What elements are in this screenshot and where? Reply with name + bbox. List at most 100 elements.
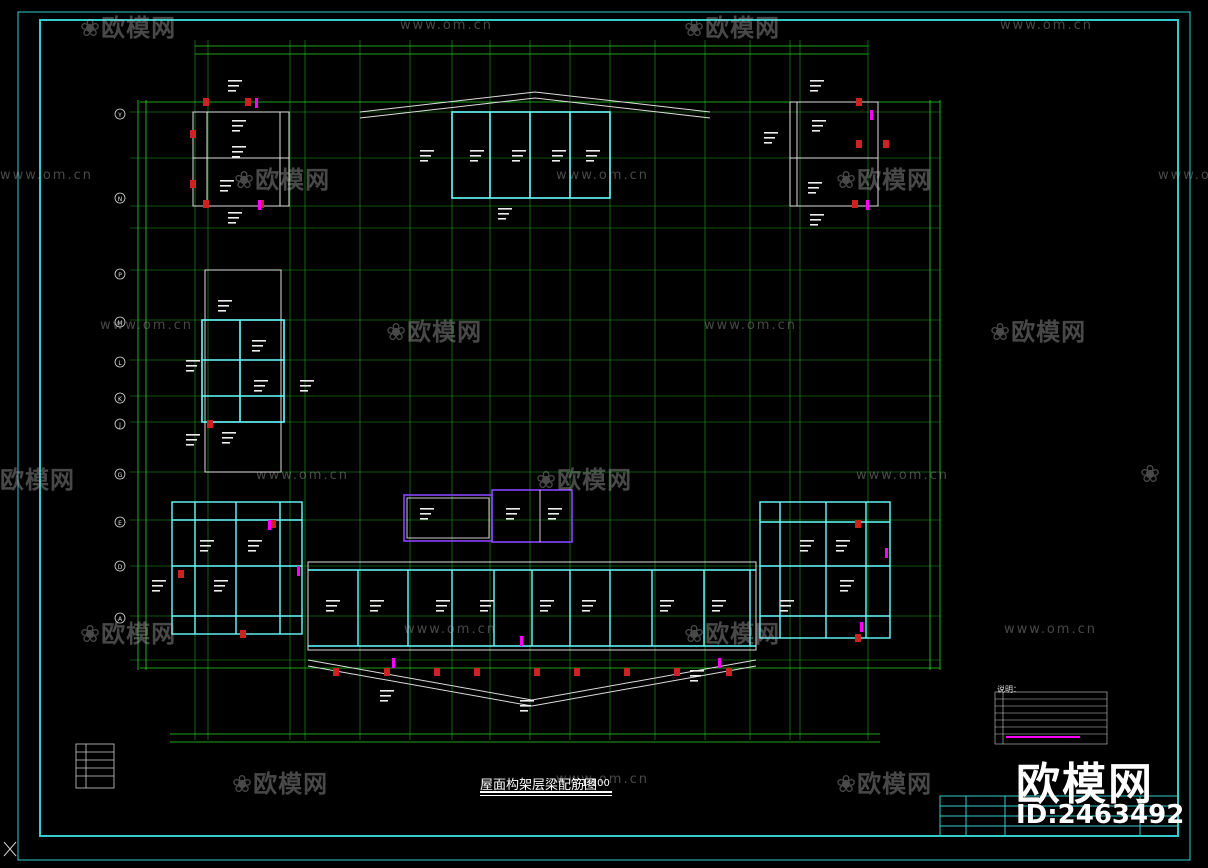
rebar-label [218,300,232,302]
watermark-brand: ❀欧模网 [684,14,781,42]
rebar-label [660,600,674,602]
rebar-label [380,700,388,702]
rebar-label [586,160,594,162]
rebar-label [520,700,534,702]
rebar-label [764,132,778,134]
columns [178,98,889,676]
rebar-label [252,350,260,352]
rebar-label [712,600,726,602]
watermark-url: www.om.cn [0,168,93,183]
rebar-label [582,610,590,612]
rebar-label [232,156,240,158]
rebar-label [228,80,242,82]
notes-heading: 说明： [997,685,1021,694]
watermark-logo-large: 欧模网 [1016,759,1154,810]
rebar-label [152,585,163,587]
axis-bubble-label: Y [117,112,122,119]
watermark-url: www.om.cn [556,168,649,183]
rebar-label [436,610,444,612]
block-top-left [192,111,290,207]
axis-bubble-label: K [118,396,123,403]
rebar-label [780,610,788,612]
rebar-label [370,610,378,612]
rebar-label [326,600,340,602]
rebar-label [810,214,824,216]
rebar-label [812,120,826,122]
axis-bubble [114,356,126,368]
rebar-label [712,605,723,607]
magenta-marker [860,622,863,632]
column-marker [852,200,858,208]
rebar-label [506,518,514,520]
rebar-label [214,585,225,587]
watermark-url: www.om.cn [400,18,493,33]
rebar-label [480,605,491,607]
axis-bubble-label: D [118,564,123,571]
rebar-label [152,590,160,592]
rebar-label [548,513,559,515]
rebar-label [300,380,314,382]
rebar-label [780,605,791,607]
rebar-label [808,187,819,189]
rebar-label [808,182,822,184]
column-marker [726,668,732,676]
magenta-marker [297,566,300,576]
watermark-brand: ❀欧模网 [80,620,177,648]
column-marker [384,668,390,676]
rebar-label [300,390,308,392]
magenta-marker [520,636,523,646]
column-marker [855,634,861,642]
rebar-label [764,142,772,144]
rebar-label [800,545,811,547]
column-marker [240,630,246,638]
axis-bubble-label: E [118,520,122,527]
title-underline [480,795,612,796]
watermark-url: www.om.cn [404,622,497,637]
rebar-label [200,550,208,552]
watermark-url: www.om.cn [256,468,349,483]
axis-bubble [114,468,126,480]
outer-frame [17,11,1191,861]
axis-bubble [114,316,126,328]
title-block [939,795,1179,837]
axis-bubble-label: N [118,196,123,203]
rebar-label [218,310,226,312]
rebar-label [420,513,431,515]
rebar-label [810,80,824,82]
rebar-label [552,160,560,162]
rebar-label [380,695,391,697]
axis-bubble-label: A [118,616,123,623]
watermark-url: www.om.cn [704,318,797,333]
inner-frame [39,19,1179,837]
rebar-label [232,120,246,122]
rebar-label [506,513,517,515]
axis-bubble-label: L [118,360,122,367]
column-marker [674,668,680,676]
rebar-label [228,222,236,224]
column-marker [574,668,580,676]
rebar-label [420,160,428,162]
rebar-label [254,385,265,387]
rebar-label [836,545,847,547]
rebar-label [220,180,234,182]
rebar-label [214,580,228,582]
column-marker [203,98,209,106]
watermark-brand: ❀欧模网 [684,620,781,648]
axis-bubble [114,516,126,528]
axis-bubble-label: J [118,422,121,429]
axis-bubble-label: P [118,272,122,279]
column-marker [178,570,184,578]
magenta-marker [870,110,873,120]
rebar-label [248,545,259,547]
rebar-label [660,610,668,612]
rebar-label [810,90,818,92]
rebar-label [152,580,166,582]
watermark-url: www.om.cn [1000,18,1093,33]
rebar-label [800,550,808,552]
notes-box [994,691,1108,745]
watermark-brand: ❀欧模网 [536,466,633,494]
rebar-label [512,155,523,157]
rebar-label [436,605,447,607]
block-top-right [789,101,879,207]
